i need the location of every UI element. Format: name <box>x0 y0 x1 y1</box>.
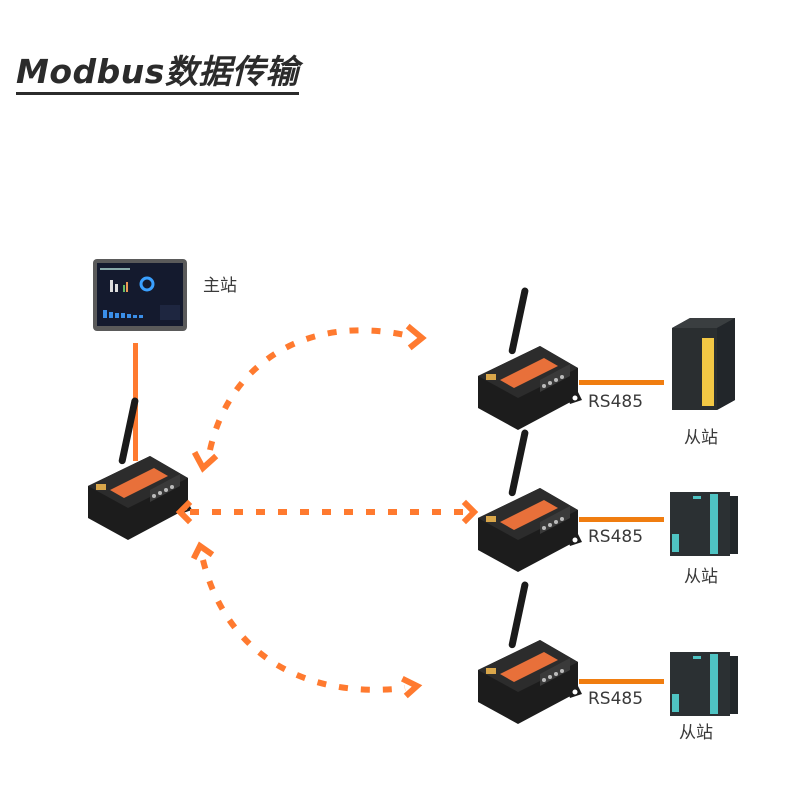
remote-radio-device <box>478 580 582 724</box>
slave-label: 从站 <box>684 567 718 587</box>
arrow-head-icon <box>175 499 193 525</box>
arrow-head-icon <box>461 499 479 525</box>
master-label: 主站 <box>203 276 237 296</box>
arrow-head-icon <box>400 675 423 699</box>
slave-label: 从站 <box>684 428 718 448</box>
bus-label: RS485 <box>588 689 644 709</box>
master-hmi-screen <box>93 259 187 331</box>
slave-plc-io-module <box>672 318 735 410</box>
wireless-link-bottom <box>200 559 406 693</box>
rs485-line <box>579 517 664 522</box>
bus-label: RS485 <box>588 392 644 412</box>
slave-plc-cpu <box>670 492 738 556</box>
slave-label: 从站 <box>679 723 713 743</box>
arrow-head-icon <box>190 541 215 561</box>
remote-radio-device <box>478 286 582 430</box>
rs485-line <box>579 380 664 385</box>
gateway-radio-device <box>88 396 192 540</box>
arrow-head-icon <box>405 323 427 351</box>
wireless-link-top <box>207 327 406 451</box>
remote-radio-device <box>478 428 582 572</box>
arrow-head-icon <box>191 450 219 473</box>
slave-plc-cpu <box>670 652 738 716</box>
bus-label: RS485 <box>588 527 644 547</box>
page-title: Modbus数据传输 <box>16 52 299 95</box>
rs485-line <box>579 679 664 684</box>
